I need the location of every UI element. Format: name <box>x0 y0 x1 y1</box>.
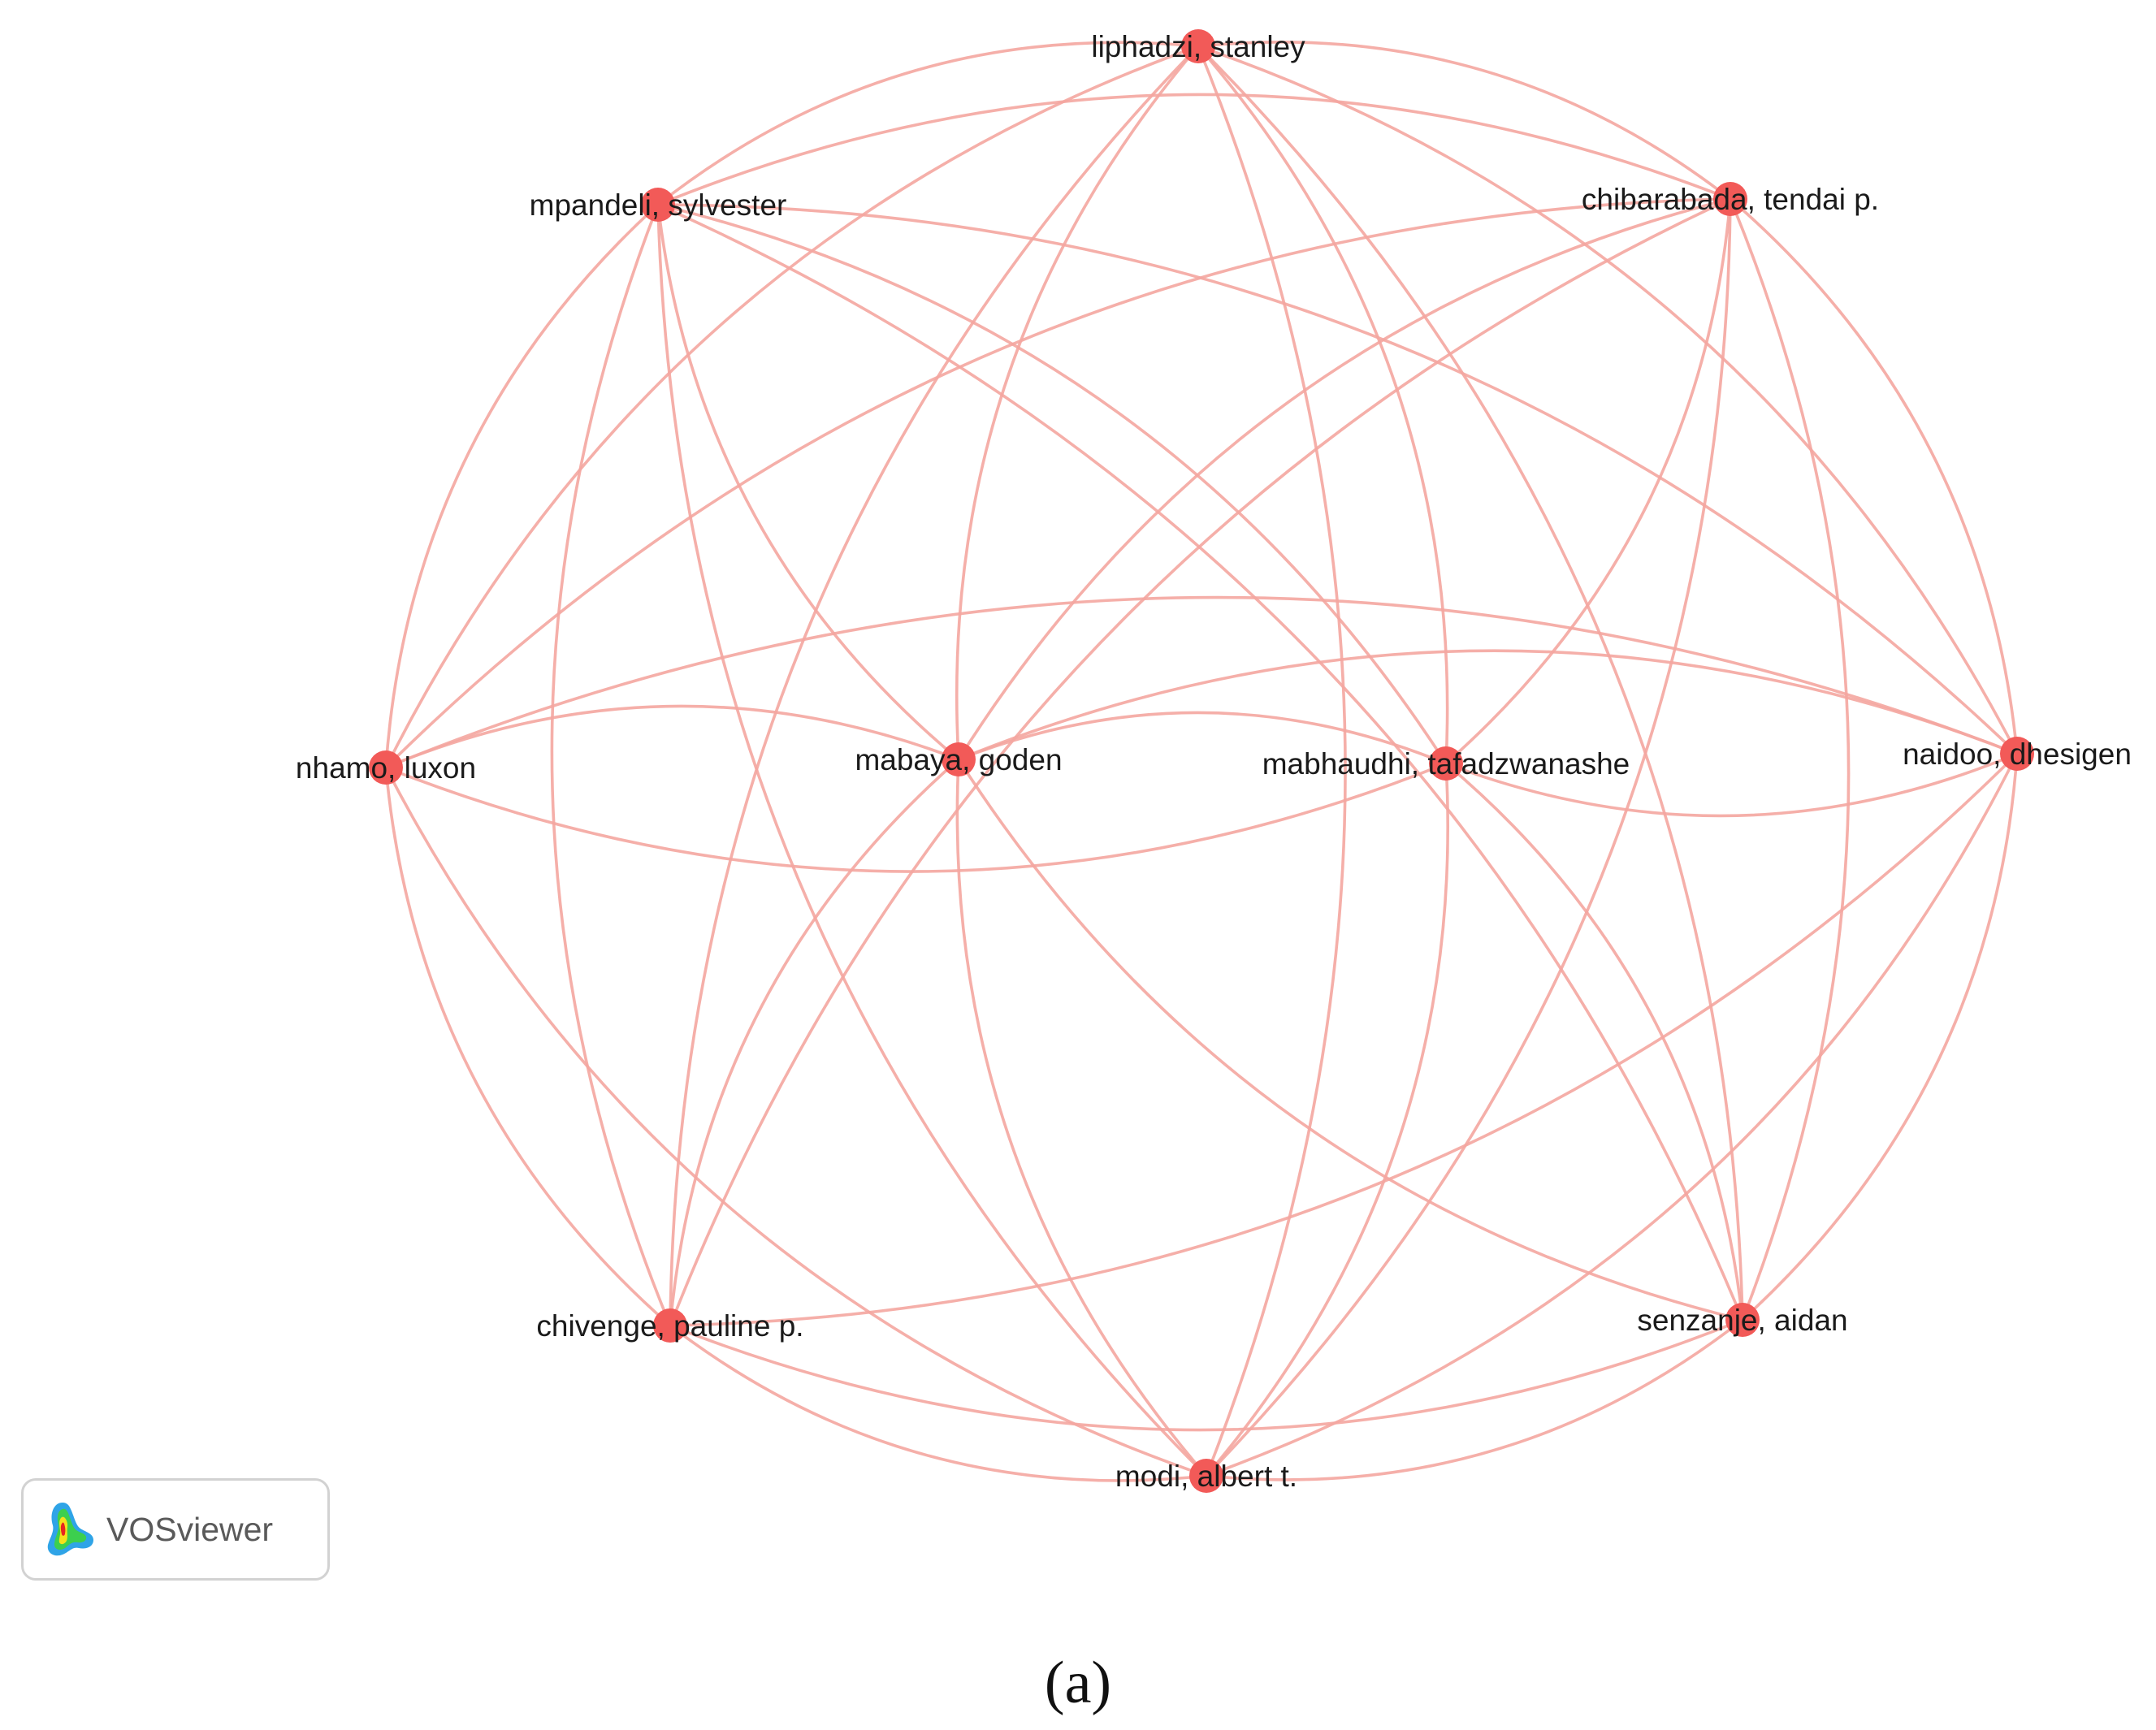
edge-liphadzi-mabhaudhi <box>1197 45 1449 764</box>
node-chivenge[interactable] <box>653 1308 687 1343</box>
edge-mabaya-chivenge <box>669 758 960 1326</box>
edge-nhamo-modi <box>384 767 1207 1477</box>
edge-liphadzi-modi <box>1197 45 1347 1477</box>
edge-chibarabada-mabhaudhi <box>1444 198 1732 765</box>
node-naidoo[interactable] <box>2000 737 2034 771</box>
edge-mpandeli-mabaya <box>656 204 960 761</box>
edge-naidoo-senzanje <box>1741 753 2019 1321</box>
node-label-mabaya: mabaya, goden <box>855 743 1062 776</box>
edge-mabaya-senzanje <box>957 759 1743 1321</box>
edge-naidoo-modi <box>1206 753 2019 1477</box>
edge-mpandeli-chivenge <box>550 204 672 1326</box>
edge-chibarabada-naidoo <box>1729 197 2019 755</box>
figure-caption: (a) <box>1044 1650 1112 1716</box>
edge-mpandeli-modi <box>656 204 1208 1477</box>
edge-chibarabada-nhamo <box>384 197 1731 769</box>
network-nodes <box>369 29 2034 1493</box>
edge-liphadzi-mpandeli <box>656 41 1199 206</box>
edge-mpandeli-senzanje <box>657 203 1744 1321</box>
edge-liphadzi-chivenge <box>669 45 1200 1326</box>
node-label-senzanje: senzanje, aidan <box>1637 1304 1847 1337</box>
vosviewer-brand-name: VOSviewer <box>106 1510 274 1548</box>
node-chibarabada[interactable] <box>1713 182 1747 216</box>
vosviewer-badge: VOSviewer <box>21 1478 330 1581</box>
edge-mpandeli-mabhaudhi <box>657 203 1448 764</box>
edge-mpandeli-naidoo <box>657 203 2019 755</box>
node-label-chibarabada: chibarabada, tendai p. <box>1582 183 1879 216</box>
vosviewer-logo-icon <box>47 1503 93 1556</box>
node-mpandeli[interactable] <box>641 188 675 222</box>
node-label-nhamo: nhamo, luxon <box>296 751 476 785</box>
node-label-naidoo: naidoo, dhesigen <box>1903 737 2132 771</box>
node-senzanje[interactable] <box>1725 1303 1760 1337</box>
edge-chivenge-modi <box>669 1324 1207 1482</box>
node-liphadzi[interactable] <box>1181 29 1215 63</box>
edge-mabhaudhi-senzanje <box>1444 762 1744 1321</box>
node-label-mpandeli: mpandeli, sylvester <box>530 188 787 222</box>
edge-chibarabada-mabaya <box>957 197 1731 760</box>
edge-chibarabada-senzanje <box>1729 198 1851 1321</box>
node-label-modi: modi, albert t. <box>1115 1460 1297 1493</box>
node-modi[interactable] <box>1189 1459 1223 1493</box>
node-mabaya[interactable] <box>942 742 976 776</box>
edge-naidoo-chivenge <box>669 752 2019 1327</box>
node-mabhaudhi[interactable] <box>1429 746 1463 781</box>
node-label-mabhaudhi: mabhaudhi, tafadzwanashe <box>1262 747 1630 781</box>
edge-liphadzi-nhamo <box>384 45 1199 768</box>
edge-nhamo-chivenge <box>384 767 672 1327</box>
network-labels: liphadzi, stanley mpandeli, sylvester chib… <box>296 30 2132 1493</box>
edge-mabhaudhi-naidoo <box>1445 752 2018 818</box>
node-label-liphadzi: liphadzi, stanley <box>1091 30 1305 63</box>
edge-mpandeli-chibarabada <box>657 93 1731 206</box>
edge-nhamo-naidoo <box>385 595 2018 769</box>
edge-chibarabada-chivenge <box>669 197 1731 1326</box>
edge-mabhaudhi-modi <box>1205 763 1449 1477</box>
edge-liphadzi-mabaya <box>955 45 1200 760</box>
network-edges <box>384 40 2019 1482</box>
node-nhamo[interactable] <box>369 750 403 785</box>
edge-mabaya-modi <box>955 759 1208 1477</box>
edge-liphadzi-senzanje <box>1197 45 1744 1321</box>
edge-nhamo-mabaya <box>385 704 959 769</box>
edge-liphadzi-chibarabada <box>1197 40 1732 201</box>
edge-mabaya-naidoo <box>958 649 2018 761</box>
edge-chivenge-senzanje <box>669 1318 1743 1432</box>
node-label-chivenge: chivenge, pauline p. <box>536 1309 803 1343</box>
edge-mabaya-mabhaudhi <box>958 711 1447 765</box>
edge-liphadzi-naidoo <box>1197 45 2019 755</box>
edge-nhamo-mabhaudhi <box>385 762 1447 873</box>
edge-senzanje-modi <box>1206 1318 1744 1481</box>
edge-chibarabada-modi <box>1205 198 1732 1477</box>
edge-mpandeli-nhamo <box>384 203 660 768</box>
